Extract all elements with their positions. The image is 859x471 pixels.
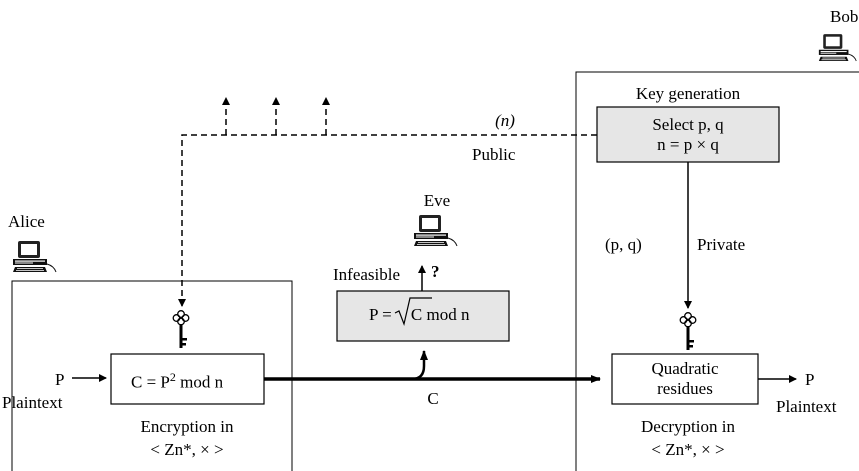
bob-label: Bob xyxy=(830,7,859,26)
bob-region xyxy=(575,71,859,471)
plaintext-output-symbol: P xyxy=(805,370,815,389)
public-label: Public xyxy=(472,145,516,164)
key-generation-title: Key generation xyxy=(635,84,741,103)
encryption-formula: C = P2 mod n xyxy=(131,370,224,392)
decryption-caption: Decryption in xyxy=(641,417,735,436)
private-key-value: (p, q) xyxy=(605,235,642,254)
bob-computer-icon xyxy=(818,33,857,62)
decryption-box-line-1: Quadratic xyxy=(651,359,719,379)
alice-computer-icon xyxy=(12,240,57,273)
private-label: Private xyxy=(697,235,746,254)
decryption-box-content: Quadratic residues xyxy=(612,354,758,404)
key-generation-line-2: n = p × q xyxy=(657,134,719,154)
attack-question-mark: ? xyxy=(431,262,440,281)
attack-formula: P = C mod n xyxy=(369,305,470,324)
encryption-group: < Zn*, × > xyxy=(150,440,224,459)
decryption-box xyxy=(611,353,759,405)
plaintext-output-label: Plaintext xyxy=(776,397,837,416)
public-key-value: (n) xyxy=(495,111,515,130)
eve-attack-box xyxy=(336,290,510,342)
decryption-box-line-2: residues xyxy=(657,379,713,398)
eve-label: Eve xyxy=(423,191,451,210)
plaintext-input-symbol: P xyxy=(55,370,65,389)
public-key-channel xyxy=(178,134,597,307)
private-key-icon xyxy=(679,312,697,351)
square-root-sign xyxy=(394,297,432,327)
key-generation-line-1: Select p, q xyxy=(652,114,724,134)
alice-label: Alice xyxy=(8,212,45,231)
alice-region xyxy=(11,280,293,471)
ciphertext-label: C xyxy=(427,389,439,408)
key-generation-content: Select p, q n = p × q xyxy=(597,107,779,162)
decryption-group: < Zn*, × > xyxy=(651,440,725,459)
eavesdrop-branch xyxy=(411,350,428,381)
public-key-icon xyxy=(172,310,190,349)
encryption-caption: Encryption in xyxy=(140,417,234,436)
plaintext-input-label: Plaintext xyxy=(2,393,63,412)
eve-computer-icon xyxy=(413,214,458,247)
encryption-box xyxy=(110,353,265,405)
infeasible-label: Infeasible xyxy=(333,265,401,284)
